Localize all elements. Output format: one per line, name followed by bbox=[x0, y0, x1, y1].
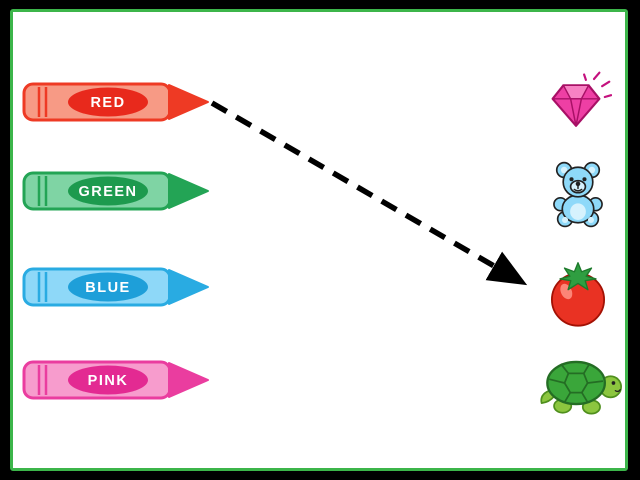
bear-mouth bbox=[573, 185, 583, 192]
diamond-icon bbox=[551, 71, 613, 127]
teddy-bear-icon bbox=[553, 161, 603, 228]
sparkle-lines bbox=[583, 71, 613, 99]
bear-ear-inner bbox=[560, 166, 568, 174]
crayon-pink[interactable]: PINK bbox=[20, 356, 210, 404]
crayon-green[interactable]: GREEN bbox=[20, 167, 210, 215]
target-turtle[interactable] bbox=[532, 348, 624, 423]
crayon-tip bbox=[168, 173, 209, 209]
target-tomato[interactable] bbox=[542, 260, 614, 337]
crayon-red-graphic: RED bbox=[22, 82, 209, 122]
tomato-calyx bbox=[559, 262, 597, 291]
target-diamond[interactable] bbox=[540, 70, 613, 147]
bear-belly bbox=[570, 203, 586, 220]
turtle-shell-pattern bbox=[549, 363, 604, 403]
crayon-label-oval bbox=[68, 365, 148, 395]
bear-foot-pad bbox=[587, 216, 595, 224]
turtle-shell bbox=[546, 360, 606, 406]
crayon-label-oval bbox=[68, 176, 148, 206]
turtle-icon bbox=[540, 360, 622, 415]
crayon-label: PINK bbox=[88, 373, 129, 389]
gem-body bbox=[551, 84, 601, 127]
target-teddy-bear[interactable] bbox=[541, 158, 615, 237]
crayon-blue-graphic: BLUE bbox=[22, 267, 209, 307]
bear-foot-pad bbox=[561, 216, 569, 224]
crayon-label-oval bbox=[68, 272, 148, 302]
bear-eye bbox=[582, 177, 587, 182]
crayon-blue[interactable]: BLUE bbox=[20, 263, 210, 311]
tomato-icon bbox=[551, 262, 605, 327]
bear-eye bbox=[569, 177, 574, 182]
turtle-mouth bbox=[614, 389, 621, 393]
crayon-red[interactable]: RED bbox=[20, 78, 210, 126]
crayon-tip bbox=[168, 362, 209, 398]
crayon-label: BLUE bbox=[85, 280, 130, 296]
bear-nose bbox=[575, 181, 581, 187]
crayon-tip bbox=[168, 84, 209, 120]
turtle-eye bbox=[611, 381, 616, 385]
crayon-label-oval bbox=[68, 87, 148, 117]
crayon-pink-graphic: PINK bbox=[22, 360, 209, 400]
bear-ear-inner bbox=[588, 166, 596, 174]
crayon-green-graphic: GREEN bbox=[22, 171, 209, 211]
crayon-tip bbox=[168, 269, 209, 305]
gem-facet-lines bbox=[552, 98, 600, 126]
crayon-label: RED bbox=[90, 95, 125, 111]
crayon-label: GREEN bbox=[78, 184, 137, 200]
